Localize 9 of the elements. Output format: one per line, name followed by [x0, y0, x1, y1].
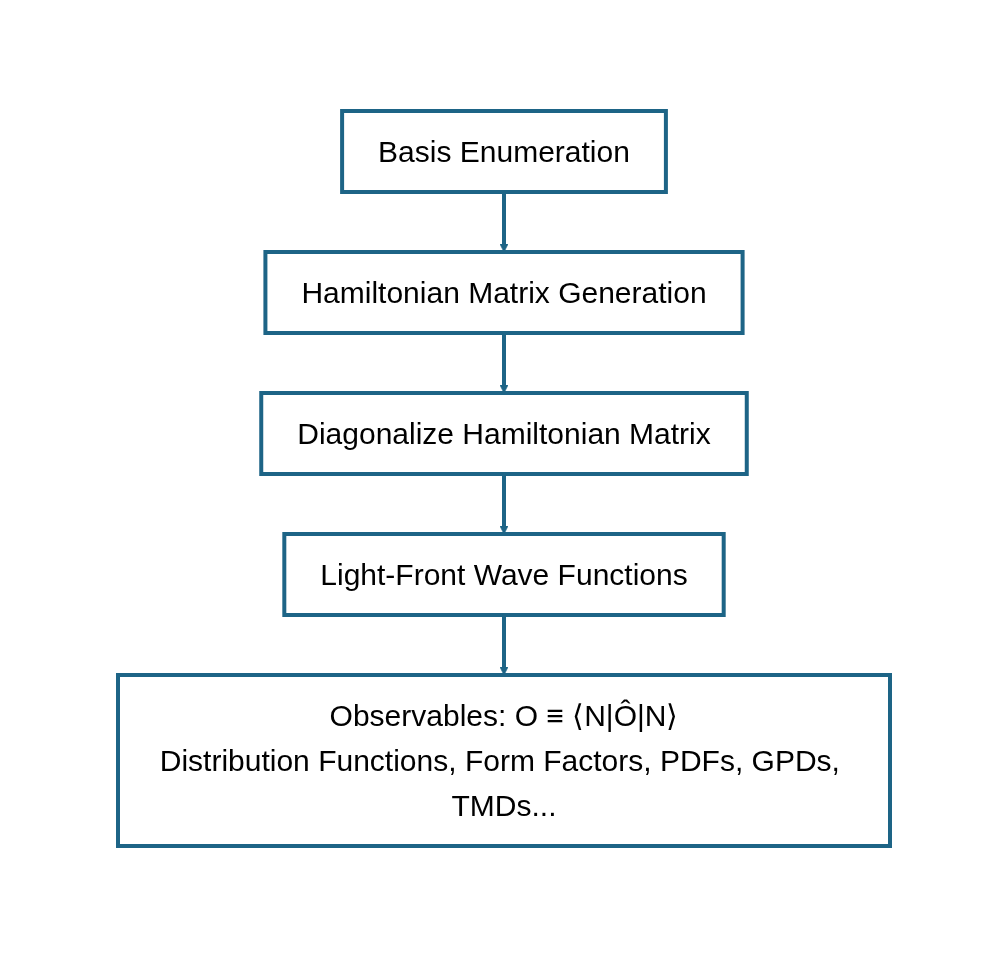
node-box: Light-Front Wave Functions: [281, 532, 726, 617]
arrow: [499, 615, 508, 676]
arrow: [499, 474, 508, 535]
node-box: Hamiltonian Matrix Generation: [262, 250, 745, 335]
node-box: Diagonalize Hamiltonian Matrix: [258, 391, 749, 476]
arrow: [499, 192, 508, 253]
arrow: [499, 333, 508, 394]
node-box: Observables: O ≡ ⟨N|Ô|N⟩ Distribution Functions, Form Factors, PDFs, GPDs, TMDs...: [115, 673, 892, 848]
node-box: Basis Enumeration: [339, 109, 668, 194]
